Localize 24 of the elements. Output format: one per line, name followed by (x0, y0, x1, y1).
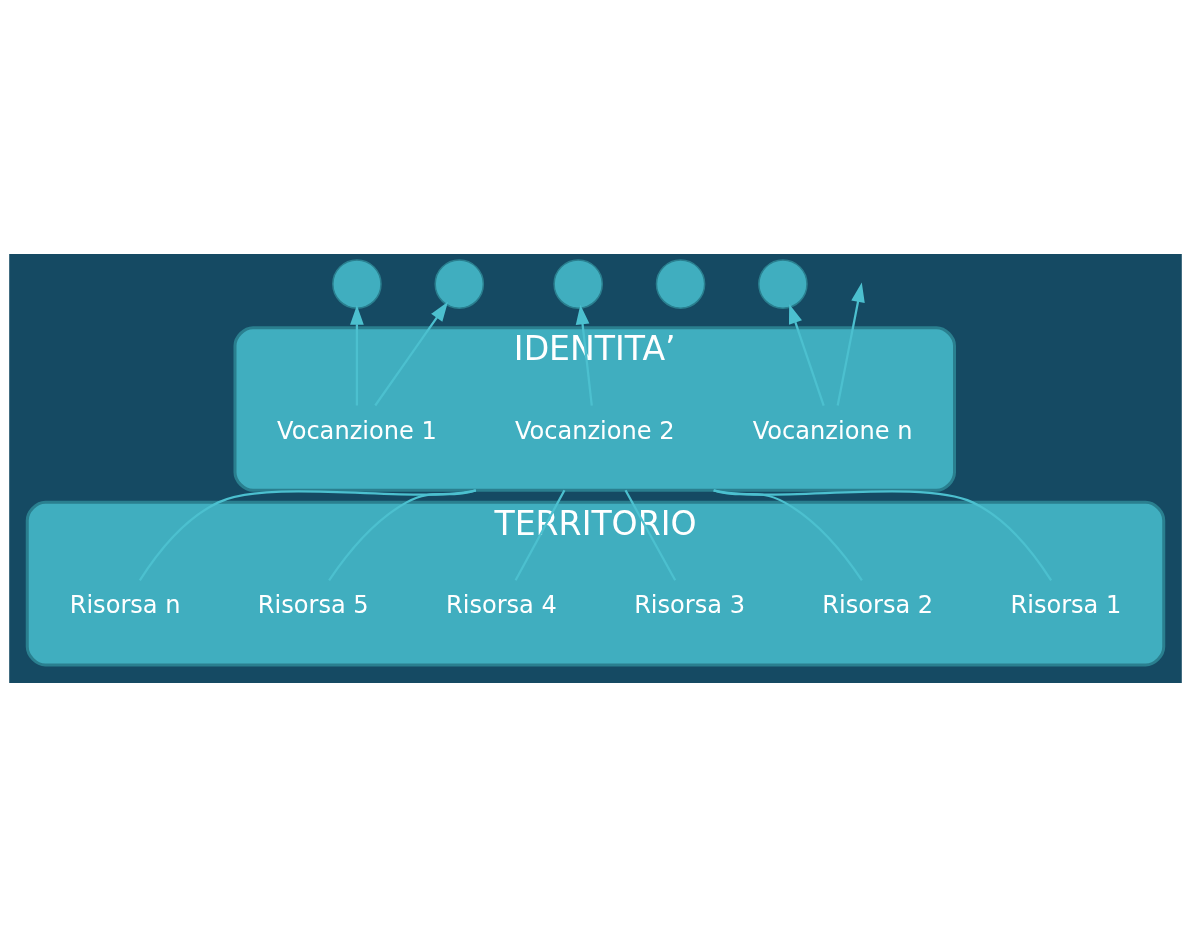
node-text: Vocanzione n (752, 416, 913, 445)
arrow (374, 301, 448, 407)
arrow (575, 304, 593, 406)
node-circle (332, 259, 382, 309)
node-text: Risorsa 4 (445, 591, 557, 620)
node-text: Risorsa 5 (257, 591, 369, 620)
node-circle (758, 259, 808, 309)
node-text: Risorsa 2 (822, 591, 934, 620)
node-text: Risorsa 3 (634, 591, 746, 620)
arrow (350, 305, 364, 406)
node-circle (553, 259, 604, 309)
node-text: Vocanzione 2 (514, 416, 675, 445)
node-circle (434, 259, 485, 309)
arrow (836, 282, 865, 406)
node-text: Risorsa 1 (1010, 591, 1122, 620)
connector (713, 489, 863, 581)
arrow (788, 303, 825, 406)
connector (514, 489, 566, 581)
node-text: Risorsa n (69, 591, 181, 620)
connector (624, 489, 677, 581)
node-circle (655, 259, 706, 309)
node-text: Vocanzione 1 (277, 416, 437, 445)
connector (713, 489, 1053, 581)
connector (138, 489, 476, 581)
